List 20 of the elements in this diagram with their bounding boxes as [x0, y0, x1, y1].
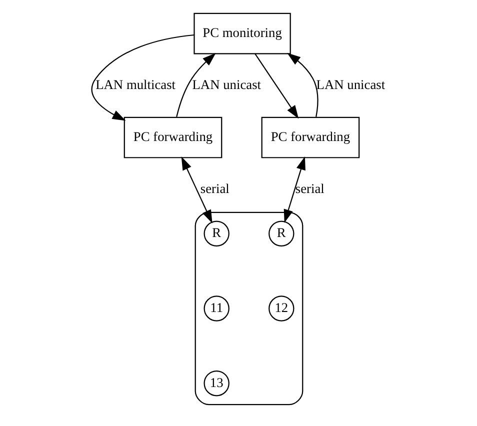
edge-label: LAN unicast	[316, 76, 386, 92]
node-circle: 11	[204, 295, 230, 321]
arrow	[176, 52, 216, 117]
arrow	[284, 156, 306, 222]
node-box: PC forwarding	[124, 116, 222, 158]
edge-label: LAN unicast	[192, 76, 262, 92]
arrow	[287, 52, 318, 116]
node-box: PC monitoring	[194, 12, 291, 54]
node-circle: R	[268, 220, 294, 246]
arrow	[181, 156, 212, 223]
cluster	[194, 211, 304, 405]
arrow	[91, 34, 194, 120]
node-circle: 12	[268, 295, 294, 321]
node-circle: 13	[204, 370, 230, 396]
edge-label: LAN multicast	[96, 76, 176, 92]
node-circle: R	[204, 220, 230, 246]
edge-label: serial	[295, 180, 324, 196]
edge-label: serial	[200, 180, 230, 196]
arrow	[254, 53, 299, 118]
node-box: PC forwarding	[261, 116, 360, 158]
